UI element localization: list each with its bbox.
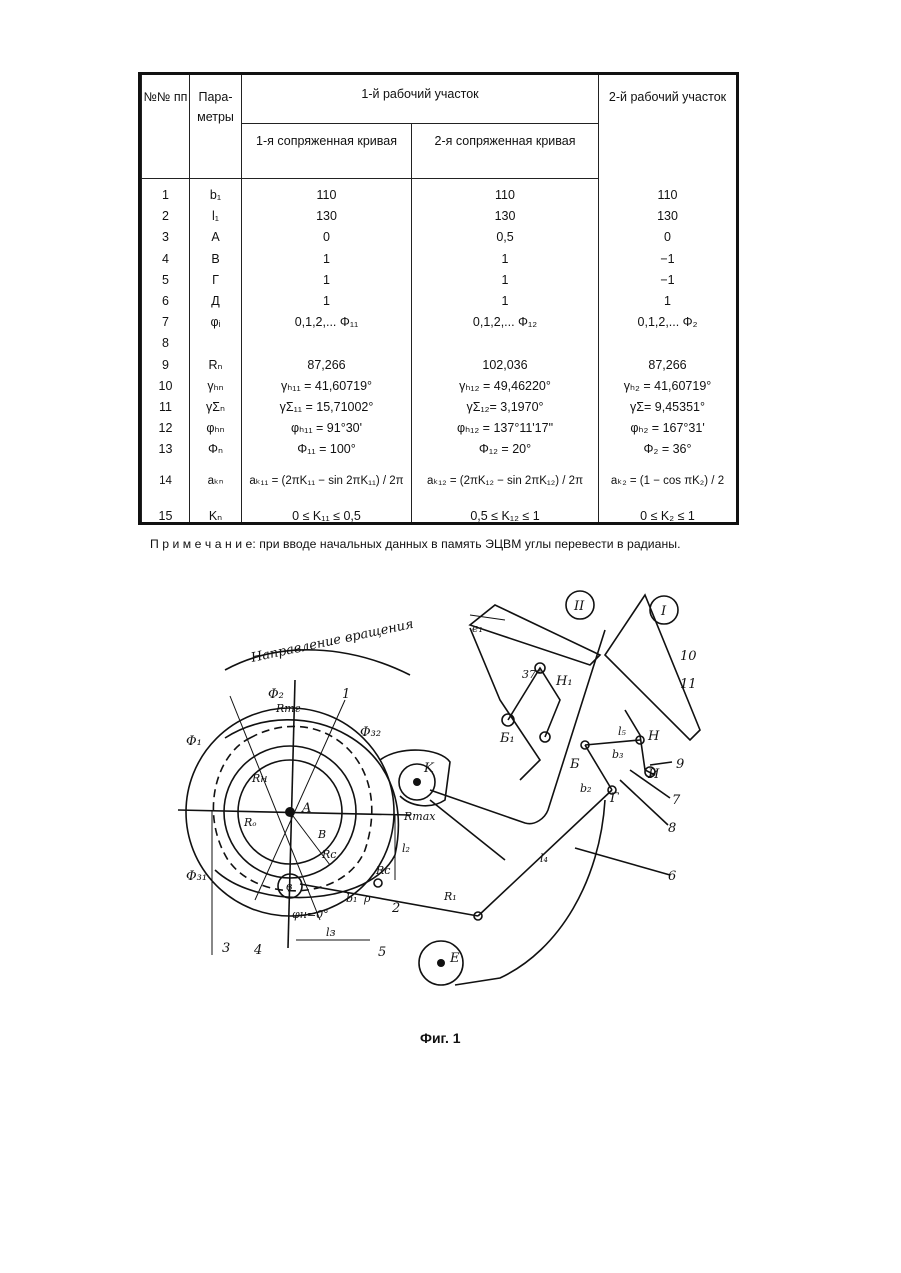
- label-4: 4: [253, 943, 262, 958]
- label-5: 5: [378, 945, 386, 960]
- label-rk: R₁: [443, 890, 457, 903]
- rod-k-lower: [430, 800, 505, 860]
- label-9: 9: [676, 757, 684, 772]
- rod-lower-curve: [455, 800, 605, 985]
- label-ii-callout: II: [573, 599, 585, 614]
- label-e1: e₁: [472, 622, 483, 635]
- joint-rc: [374, 879, 382, 887]
- label-h1: Н₁: [555, 674, 573, 689]
- label-rn: Rн: [251, 772, 268, 785]
- label-2: 2: [391, 901, 400, 916]
- label-1: 1: [342, 687, 350, 702]
- label-6: 6: [668, 869, 676, 884]
- label-l3: lз: [326, 926, 336, 939]
- label-11: 11: [680, 677, 697, 692]
- label-phi32: Φ₃₂: [360, 725, 381, 740]
- label-e: E: [449, 951, 460, 966]
- label-phin: φн=0°: [292, 908, 329, 921]
- label-i: И: [647, 767, 660, 782]
- label-37deg: 37°: [522, 668, 542, 681]
- rod-6: [575, 848, 670, 875]
- label-rc: Rᴄ: [321, 848, 336, 861]
- label-rc2: Rᴄ: [375, 864, 390, 877]
- cam-hub-arc: [380, 750, 450, 806]
- leader-8: [620, 780, 668, 825]
- label-phi2: Φ₂: [268, 687, 284, 702]
- lever-b-upper: [585, 740, 640, 745]
- label-v: в: [286, 880, 292, 893]
- label-b2: b₂: [580, 782, 591, 795]
- label-7: 7: [672, 793, 681, 808]
- label-lz: l₂: [402, 842, 410, 855]
- label-3: 3: [222, 941, 230, 956]
- label-h: H: [647, 729, 660, 744]
- label-phi1: Φ₁: [186, 734, 202, 749]
- label-g: Г: [609, 791, 619, 806]
- bracket-ii-arm: [470, 628, 540, 780]
- leader-9: [650, 762, 672, 765]
- label-b3: b₃: [612, 748, 623, 761]
- figure-caption: Фиг. 1: [420, 1030, 461, 1046]
- label-rho: ρ: [363, 892, 371, 905]
- label-rmax: Rmax: [403, 810, 436, 823]
- label-l5: l₅: [618, 725, 627, 738]
- label-k: K: [423, 761, 435, 776]
- direction-label: Направление вращения: [249, 617, 415, 666]
- label-8: 8: [668, 821, 676, 836]
- label-b1: Б₁: [499, 731, 515, 746]
- label-a: A: [301, 801, 311, 816]
- label-phi31: Φ₃₁: [186, 869, 207, 884]
- dim-e1: [470, 615, 505, 620]
- label-b: B: [317, 828, 326, 841]
- label-ro: Rₒ: [243, 816, 257, 829]
- label-rtg: Rтг: [275, 702, 301, 715]
- label-l4: l₄: [540, 852, 548, 865]
- label-bb: Б: [569, 757, 580, 772]
- label-b1-lower: b₁: [346, 892, 357, 905]
- label-i-callout: I: [660, 604, 667, 619]
- bracket-ii: [470, 605, 600, 665]
- label-10: 10: [680, 649, 697, 664]
